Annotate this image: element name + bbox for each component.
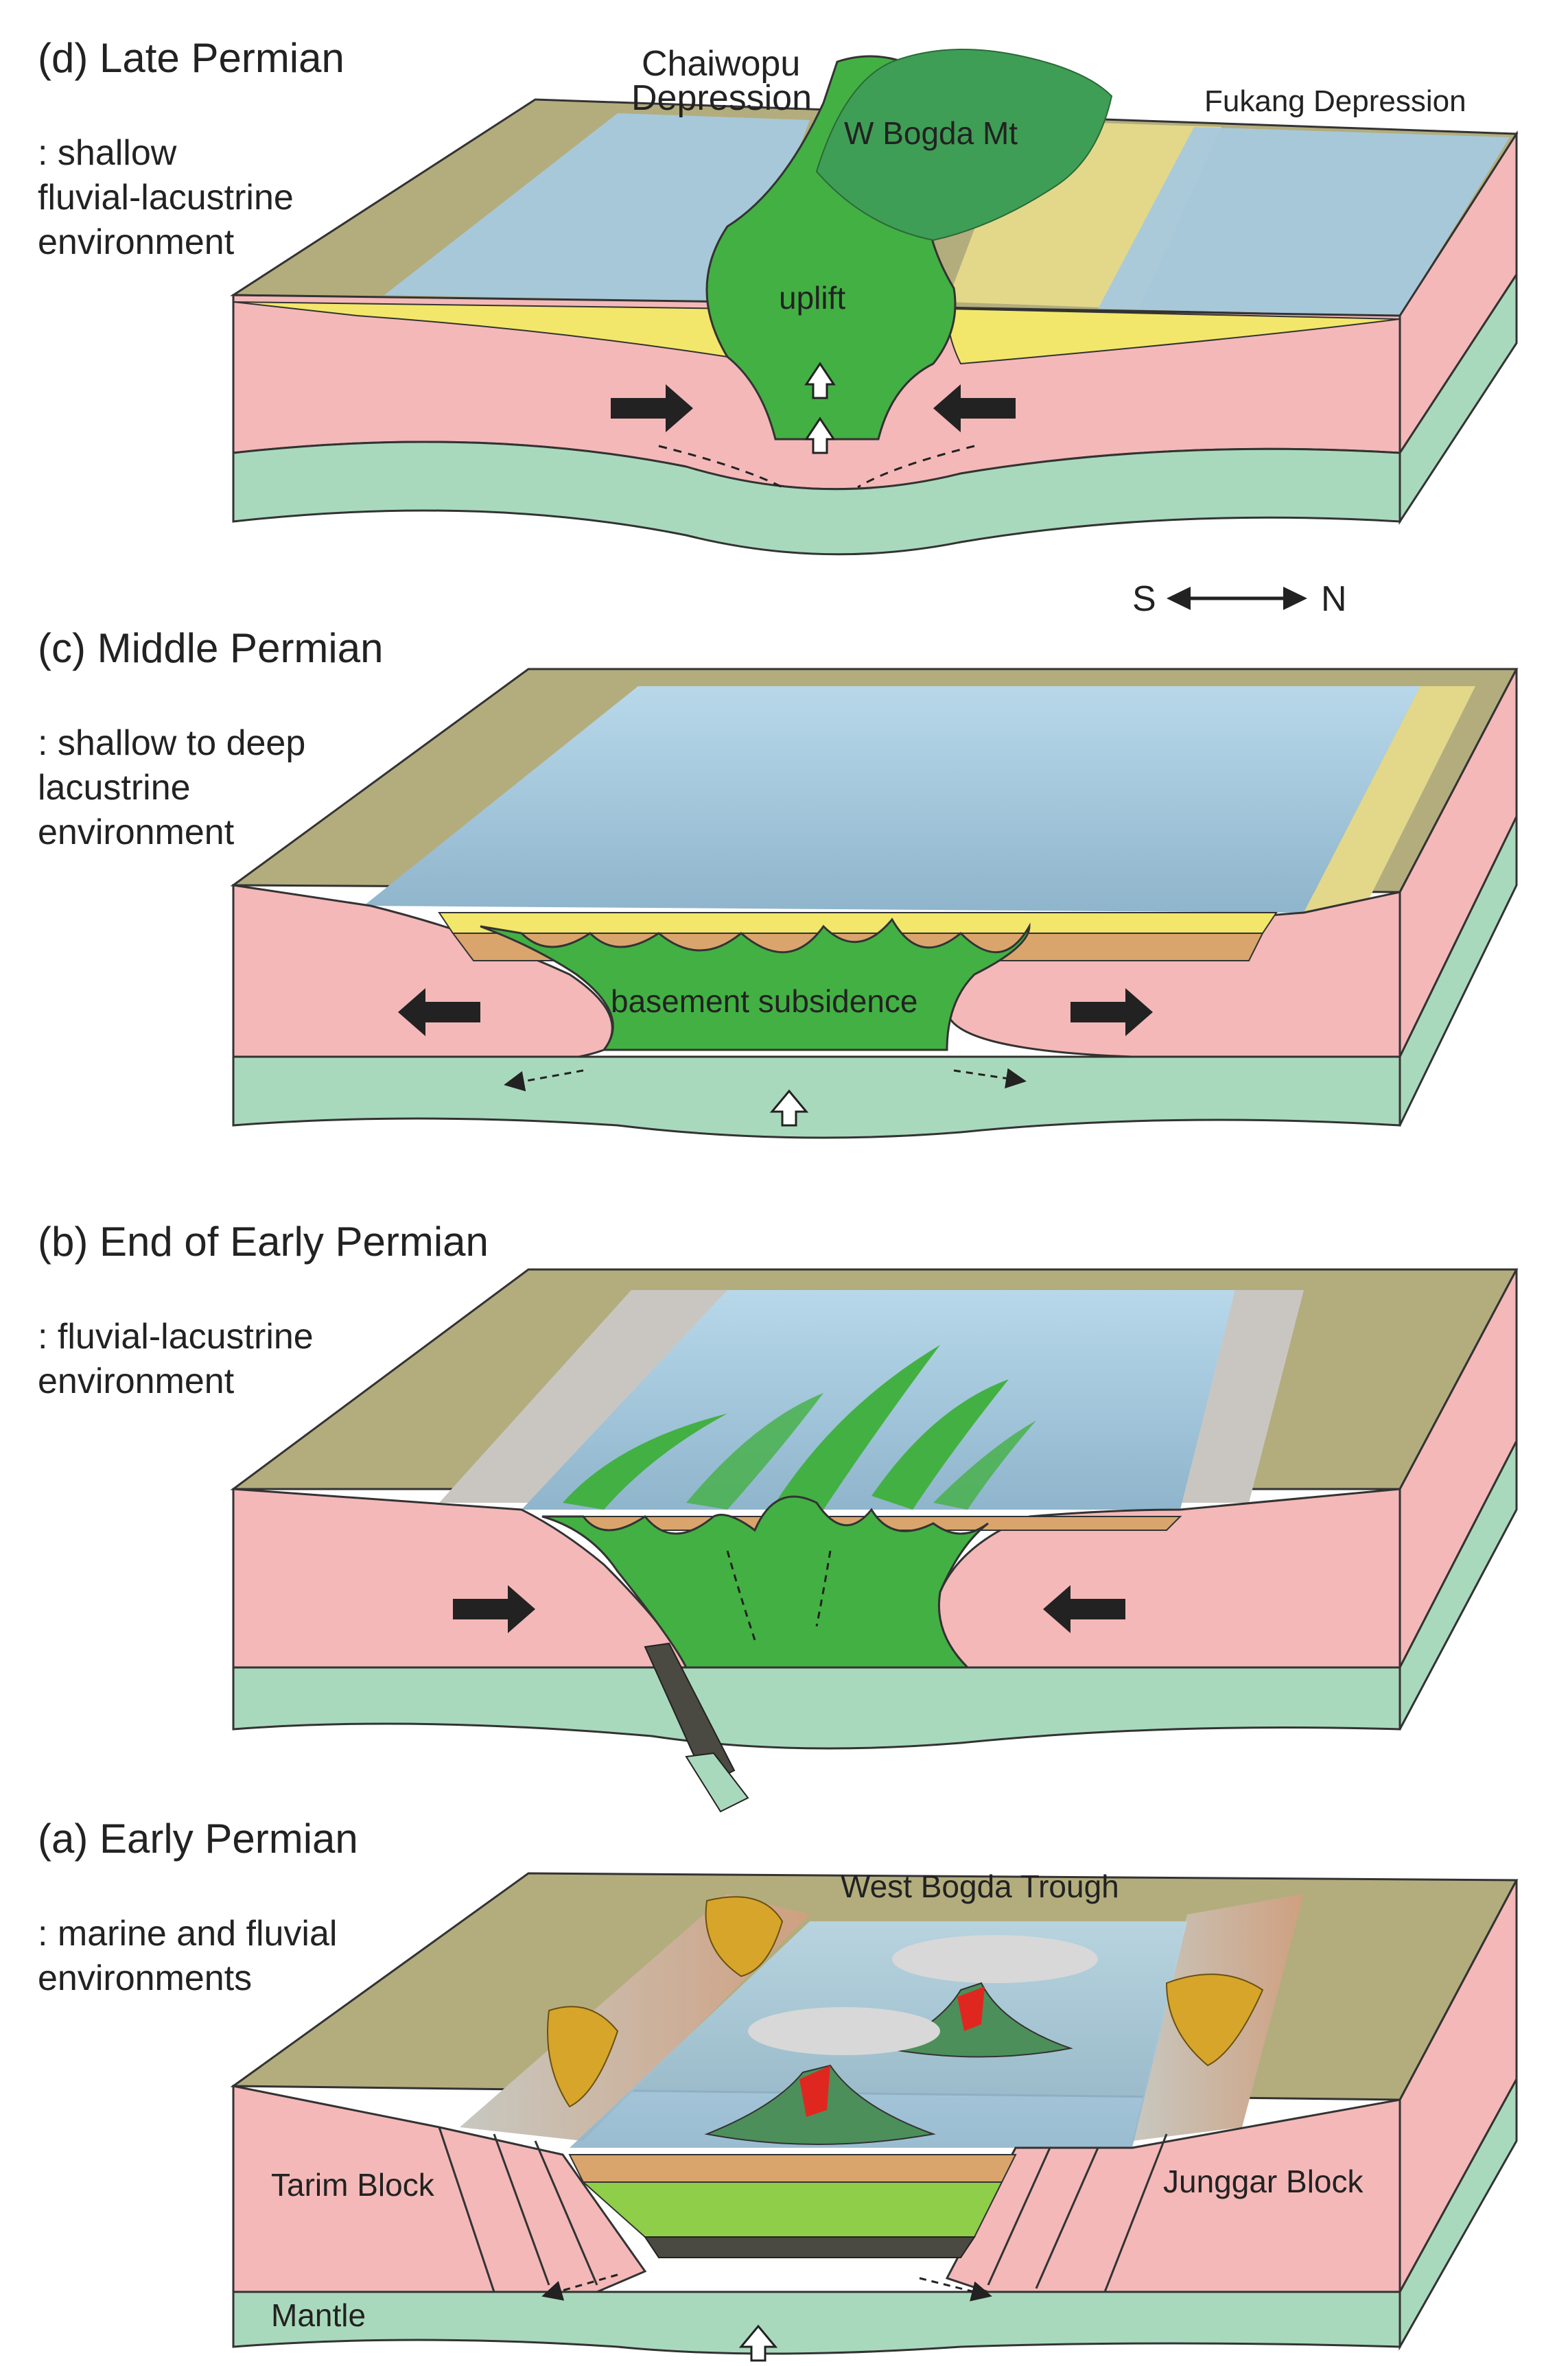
volcano-lava [957, 1987, 985, 2031]
compass-north: N [1321, 579, 1347, 619]
panel-a-tarim-label: Tarim Block [271, 2167, 435, 2203]
panel-d-title: (d) Late Permian [38, 35, 344, 81]
panel-b-left-shore [439, 1290, 727, 1503]
volcano-cloud [748, 2007, 940, 2055]
panel-b-fan-5 [933, 1420, 1036, 1510]
panel-d-dashed-fault-right [857, 445, 975, 489]
panel-d-env-line2: fluvial-lacustrine [38, 178, 294, 218]
panel-a-env-line2: environments [38, 1958, 252, 1998]
panel-b-fan-1 [563, 1414, 727, 1510]
panel-d-env-line3: environment [38, 222, 235, 262]
panel-a-fan-left-upper [705, 1896, 784, 1978]
panel-a-fault-left-2 [493, 2133, 550, 2286]
compass-arrowhead-north [1283, 587, 1307, 610]
panel-a-mantle-side [1399, 2078, 1518, 2351]
panel-b-basin-green [541, 1495, 989, 1696]
panel-c-up-arrow [769, 1089, 809, 1127]
panel-d: (d) Late Permian : shallow fluvial-lacus… [38, 35, 1519, 556]
panel-a-fault-right-1 [987, 2147, 1051, 2286]
panel-a: (a) Early Permian : marine and fluvial e… [38, 1816, 1519, 2362]
panel-b-right-shore [1180, 1290, 1304, 1503]
panel-a-fault-right-2 [1035, 2147, 1099, 2289]
panel-c-mantle-side [1399, 816, 1518, 1126]
panel-a-fault-left-1 [438, 2127, 495, 2293]
panel-c-basement-label: basement subsidence [611, 983, 918, 1019]
panel-b-dashed-line-2 [815, 1550, 832, 1627]
panel-a-title: (a) Early Permian [38, 1816, 358, 1862]
panel-a-mantle-label: Mantle [271, 2297, 366, 2333]
panel-c-title: (c) Middle Permian [38, 625, 383, 671]
panel-a-junggar-label: Junggar Block [1163, 2164, 1364, 2199]
panel-a-trough-green [581, 2181, 1003, 2238]
panel-d-mantle-side [1399, 270, 1518, 526]
panel-d-env-line1: : shallow [38, 133, 177, 173]
panel-b: (b) End of Early Permian : fluvial-lacus… [38, 1219, 1519, 1813]
panel-c-basement-green [480, 917, 1031, 1051]
panel-d-bogda-mountain [815, 49, 1113, 242]
volcano-lava [799, 2065, 830, 2117]
panel-b-env-line2: environment [38, 1361, 235, 1401]
panel-d-up-arrow-1 [804, 362, 836, 399]
panel-c-right-shore [1304, 686, 1475, 913]
panel-c-crust-left [232, 884, 613, 1064]
panel-d-dashed-fault-left [658, 445, 783, 489]
panel-a-trough-black [644, 2236, 976, 2258]
panel-b-fan-4 [871, 1379, 1009, 1510]
panel-c-dash-arrow-left [504, 1069, 584, 1092]
panel-d-fukang-label: Fukang Depression [1204, 84, 1466, 118]
panel-d-uplift-label: uplift [779, 280, 845, 316]
panel-b-slab [644, 1642, 736, 1785]
panel-d-up-arrow-2 [804, 417, 836, 454]
panel-d-sediment-right [946, 307, 1401, 365]
panel-d-bogda-label: W Bogda Mt [844, 115, 1018, 151]
panel-a-trough-mud [568, 2154, 1017, 2183]
panel-c-env-line2: lacustrine [38, 768, 191, 808]
panel-b-fan-2 [686, 1393, 823, 1510]
panel-b-slab-tail [685, 1752, 749, 1813]
panel-a-fan-left-lower [547, 2006, 619, 2108]
panel-b-mantle [232, 1666, 1401, 1750]
panel-b-env-line1: : fluvial-lacustrine [38, 1317, 314, 1357]
volcano-cloud [892, 1935, 1098, 1983]
panel-b-mantle-side [1399, 1440, 1518, 1730]
panel-d-arrow-right [611, 384, 693, 432]
panel-b-title: (b) End of Early Permian [38, 1219, 489, 1265]
panel-d-arrow-left [933, 384, 1016, 432]
panel-a-env-line1: : marine and fluvial [38, 1914, 337, 1954]
panel-d-left-lake [384, 113, 810, 302]
compass-south: S [1132, 579, 1156, 619]
panel-a-fault-left-3 [534, 2140, 598, 2286]
panel-a-up-arrow [738, 2324, 778, 2362]
panel-c-mantle [232, 1055, 1401, 1139]
panel-a-fault-right-3 [1103, 2133, 1168, 2293]
panel-a-mantle [232, 2291, 1401, 2355]
panel-d-chaiwopu-line2: Depression [631, 78, 812, 118]
panel-c-arrow-left [398, 988, 480, 1036]
panel-a-dash-arrow-left [541, 2273, 618, 2301]
panel-a-fan-right [1165, 1973, 1264, 2067]
compass-arrowhead-south [1167, 587, 1191, 610]
panel-d-chaiwopu-line1: Chaiwopu [642, 44, 800, 84]
compass: S N [1132, 579, 1347, 619]
panel-c-env-line3: environment [38, 812, 235, 852]
panel-a-volcano-lower [704, 2007, 940, 2145]
panel-b-fan-3 [775, 1345, 940, 1510]
panel-b-arrow-left [1043, 1585, 1125, 1633]
panel-a-trough-label: West Bogda Trough [841, 1869, 1119, 1904]
panel-c-env-line1: : shallow to deep [38, 723, 305, 763]
panel-b-arrow-right [453, 1585, 535, 1633]
panel-c-sediment [438, 912, 1278, 934]
panel-d-right-lake [1098, 127, 1510, 316]
panel-c-lake [364, 686, 1420, 913]
panel-c-arrow-right [1070, 988, 1153, 1036]
panel-c: (c) Middle Permian : shallow to deep lac… [38, 625, 1519, 1139]
